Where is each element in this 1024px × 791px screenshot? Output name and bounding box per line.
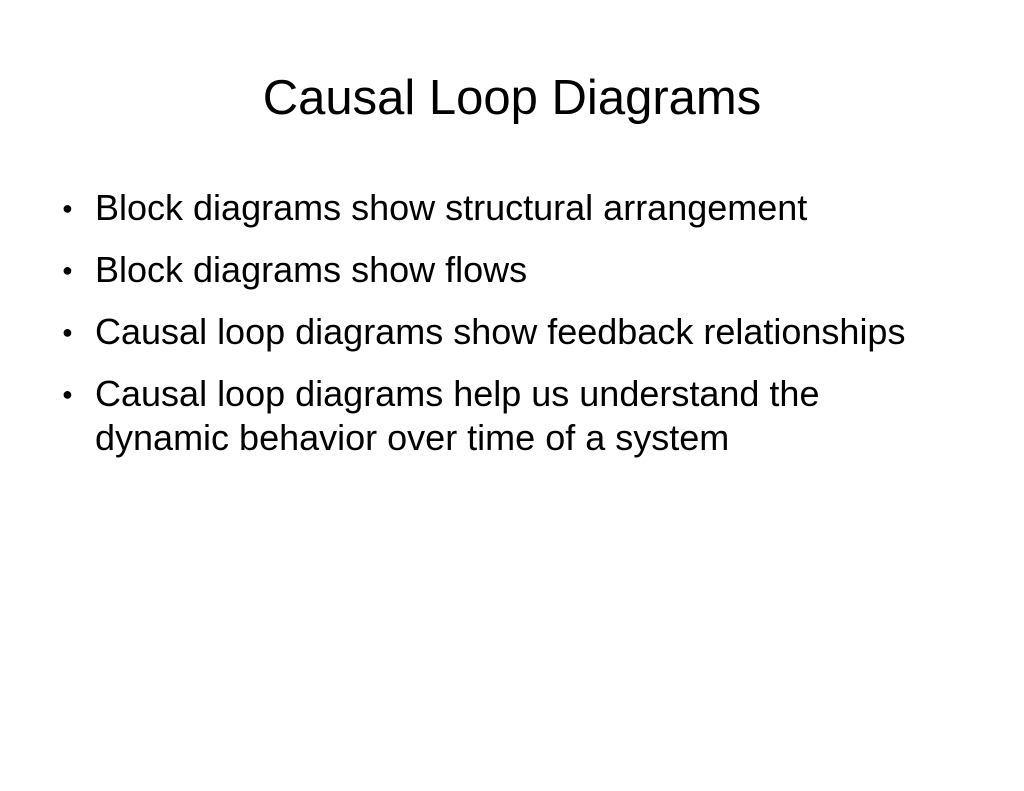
bullet-list: ● Block diagrams show structural arrange… — [58, 186, 958, 478]
bullet-icon: ● — [62, 260, 73, 280]
bullet-icon: ● — [62, 322, 73, 342]
bullet-text: Block diagrams show structural arrangeme… — [95, 187, 808, 228]
bullet-item: ● Block diagrams show flows — [58, 248, 958, 292]
bullet-text: Causal loop diagrams show feedback relat… — [95, 311, 906, 352]
slide-title: Causal Loop Diagrams — [262, 71, 762, 125]
bullet-text: Block diagrams show flows — [95, 249, 528, 290]
bullet-item: ● Block diagrams show structural arrange… — [58, 186, 958, 230]
bullet-item: ● Causal loop diagrams help us understan… — [58, 372, 958, 460]
bullet-icon: ● — [62, 198, 73, 218]
bullet-item: ● Causal loop diagrams show feedback rel… — [58, 310, 958, 354]
bullet-text: Causal loop diagrams help us understand … — [95, 373, 820, 458]
bullet-icon: ● — [62, 384, 73, 404]
